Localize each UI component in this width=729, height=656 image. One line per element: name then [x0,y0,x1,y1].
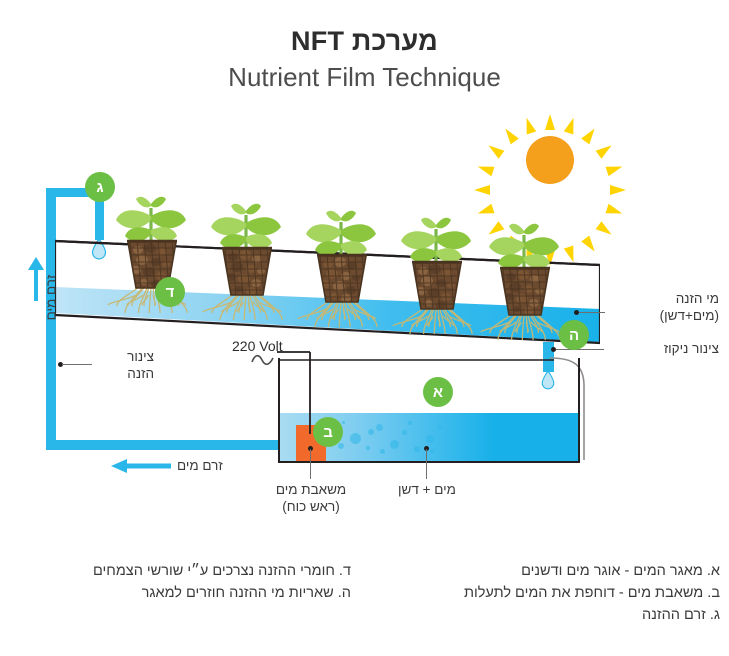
bubble [380,449,385,454]
sun-ray [485,141,505,159]
nutrient-water-label-line2: (מים+דשן) [659,308,719,323]
water-fertilizer-label: מים + דשן [398,482,456,497]
sun-ray [610,185,626,195]
feed-pipe-bottom [46,440,302,450]
drain-pipe-label: צינור ניקוז [663,341,719,356]
fertilizer-leader [426,449,427,479]
bubble [366,446,370,450]
feed-pipe-label-line2: הזנה [127,366,154,381]
nutrient-leader [579,312,605,313]
plant-3 [294,206,390,338]
sun-ray [545,114,555,130]
feed-pipe-leader [62,364,92,365]
badge-gimel: ג [85,172,115,202]
bubble [414,446,420,452]
bubble [402,430,407,435]
pump-label: משאבת מים (ראש כוח) [255,481,367,515]
tank-outline [278,358,580,463]
page-title-english: Nutrient Film Technique [228,62,501,92]
plant-4 [389,213,485,345]
bubble [408,421,412,425]
feed-pipe-label: צינור הזנה [96,348,154,382]
water-flow-label-horizontal: זרם מים [177,458,223,473]
nutrient-leader-dot [574,310,579,315]
legend-right-item-1: ב. משאבת מים - דוחפת את המים לתעלות [463,585,720,601]
badge-bet: ב [313,417,343,447]
sun-ray [476,161,495,177]
feed-pipe-vertical [46,188,56,450]
nutrient-water-label: מי הזנה (מים+דשן) [607,290,719,324]
drain-drop-icon [541,370,555,390]
drip-drop-icon [91,238,107,260]
nutrient-water-label-line1: מי הזנה [675,291,719,306]
legend-left-item-1: ה. שאריות מי ההזנה חוזרים למאגר [141,585,351,601]
flow-arrow-up-icon [28,257,44,301]
bubble [390,440,399,449]
sun-ray [581,125,599,145]
voltage-label: 220 Volt [232,338,283,354]
plant-2 [199,199,295,331]
badge-hey: ה [559,320,589,350]
pump-leader [310,449,311,479]
bubble [368,429,374,435]
page-title-hebrew: מערכת NFT [291,26,438,56]
badge-dalet: ד [155,277,185,307]
plant-1 [104,192,200,324]
legend-right: א. מאגר המים - אוגר מים ודשנים ב. משאבת … [380,560,720,626]
legend-left: ד. חומרי ההזנה נצרכים ע״י שורשי הצמחים ה… [21,560,351,604]
power-cable [277,351,554,434]
pump-leader-dot [308,446,313,451]
bubble [430,449,434,453]
pump-label-line2: (ראש כוח) [282,499,340,514]
bubble [426,435,434,443]
bubble [342,421,345,424]
sun-ray [605,161,624,177]
feed-pipe-leader-dot [58,362,63,367]
plant-5 [477,219,573,351]
ac-symbol-icon [251,354,274,366]
bubble [350,433,361,444]
bubble [438,425,442,429]
return-tube [549,357,585,460]
feed-pipe-label-line1: צינור [127,349,154,364]
legend-right-item-0: א. מאגר המים - אוגר מים ודשנים [521,563,720,579]
sun-ray [474,185,490,195]
sun-ray [595,141,615,159]
feed-pipe-top-arm [46,188,104,197]
drain-fitting [543,342,554,372]
sun-core [526,136,574,184]
drain-leader-dot [551,347,556,352]
bubble [338,443,344,449]
legend-right-item-2: ג. זרם ההזנה [642,607,720,623]
badge-alef: א [423,377,453,407]
sun-ray [521,116,537,135]
pump-label-line1: משאבת מים [275,482,347,497]
sun-ray [563,116,579,135]
sun-icon [474,114,626,266]
feed-pipe-dropper [95,188,104,240]
sun-ray [501,125,519,145]
legend-left-item-0: ד. חומרי ההזנה נצרכים ע״י שורשי הצמחים [92,563,351,579]
flow-arrow-left-icon [111,459,171,473]
drain-leader [556,349,604,350]
fertilizer-leader-dot [424,446,429,451]
water-flow-label-vertical: זרם מים [43,274,59,321]
sun-ray [605,203,624,219]
bubble [376,424,383,431]
